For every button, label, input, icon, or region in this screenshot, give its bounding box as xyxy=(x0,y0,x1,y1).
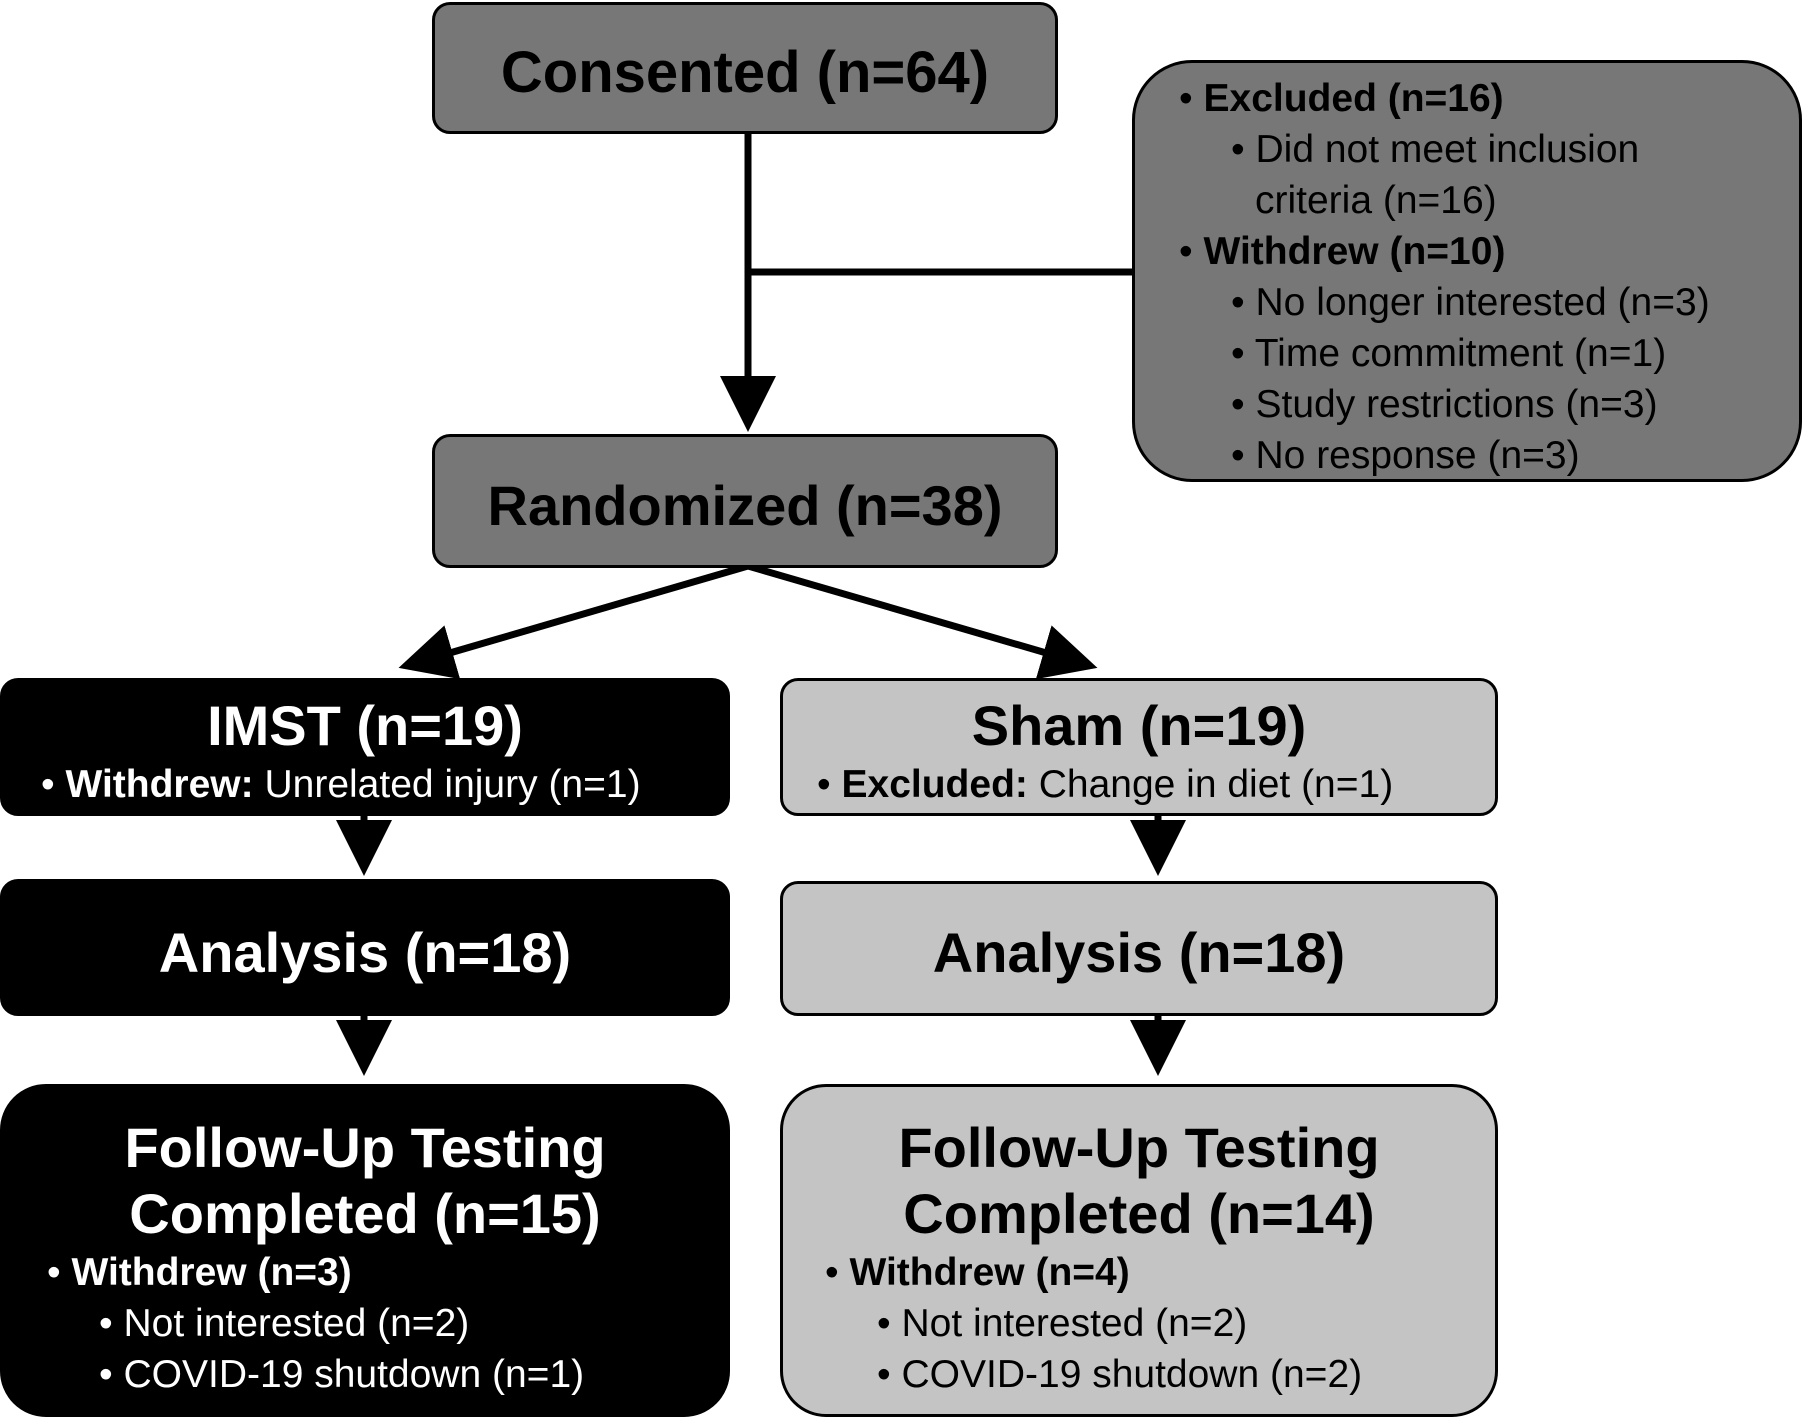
consented-label: Consented (n=64) xyxy=(500,40,990,105)
excluded-item: • Excluded (n=16) xyxy=(1179,77,1504,121)
imst-title: IMST (n=19) xyxy=(207,694,523,757)
withdrew-item: • Withdrew (n=10) xyxy=(1179,230,1505,274)
excluded-reason-line-2: criteria (n=16) xyxy=(1255,179,1497,222)
bullet: • xyxy=(1231,281,1245,324)
sham-analysis-label: Analysis (n=18) xyxy=(932,921,1346,984)
imst-withdrew-item: • Withdrew (n=3) xyxy=(47,1251,352,1294)
sham-withdrew-item: • Withdrew (n=4) xyxy=(825,1251,1130,1294)
randomized-to-imst-arrow xyxy=(398,562,749,680)
bullet: • xyxy=(99,1353,113,1396)
consented-box: Consented (n=64) xyxy=(432,2,1058,134)
bullet: • xyxy=(877,1353,891,1396)
bullet: • xyxy=(47,1251,61,1294)
withdrew-reason: • Study restrictions (n=3) xyxy=(1231,383,1658,426)
bullet: • xyxy=(99,1302,113,1345)
withdrew-reason: • Time commitment (n=1) xyxy=(1231,332,1667,375)
sham-withdrew-reason: • COVID-19 shutdown (n=2) xyxy=(877,1353,1363,1396)
imst-followup-title-2: Completed (n=15) xyxy=(129,1182,601,1245)
withdrew-label: Withdrew (n=10) xyxy=(1203,230,1506,273)
excluded-label: Excluded (n=16) xyxy=(1203,77,1504,120)
randomized-to-sham-arrow xyxy=(747,562,1098,680)
sham-followup-title-2: Completed (n=14) xyxy=(903,1182,1375,1245)
imst-followup-title-1: Follow-Up Testing xyxy=(124,1116,606,1179)
sham-followup-box: Follow-Up Testing Completed (n=14) • Wit… xyxy=(780,1084,1498,1417)
imst-withdrew-reason: • COVID-19 shutdown (n=1) xyxy=(99,1353,585,1396)
imst-note: • Withdrew: Unrelated injury (n=1) xyxy=(41,763,641,806)
imst-withdrew-reason: • Not interested (n=2) xyxy=(99,1302,470,1345)
sham-analysis-box: Analysis (n=18) xyxy=(780,881,1498,1016)
excluded-reason-line-1: • Did not meet inclusion xyxy=(1231,128,1640,171)
bullet: • xyxy=(817,763,831,806)
exclusion-panel: • Excluded (n=16) • Did not meet inclusi… xyxy=(1132,60,1802,482)
imst-followup-box: Follow-Up Testing Completed (n=15) • Wit… xyxy=(0,1084,730,1417)
bullet: • xyxy=(825,1251,839,1294)
bullet: • xyxy=(877,1302,891,1345)
withdrew-reason: • No longer interested (n=3) xyxy=(1231,281,1710,324)
imst-analysis-label: Analysis (n=18) xyxy=(158,921,572,984)
sham-withdrew-reason: • Not interested (n=2) xyxy=(877,1302,1248,1345)
randomized-label: Randomized (n=38) xyxy=(487,474,1003,537)
sham-followup-title-1: Follow-Up Testing xyxy=(898,1116,1380,1179)
bullet: • xyxy=(1179,77,1193,120)
bullet: • xyxy=(1231,383,1245,426)
sham-box: Sham (n=19) • Excluded: Change in diet (… xyxy=(780,678,1498,816)
withdrew-reason: • No response (n=3) xyxy=(1231,434,1580,477)
imst-box: IMST (n=19) • Withdrew: Unrelated injury… xyxy=(0,678,730,816)
bullet: • xyxy=(1231,434,1245,477)
imst-analysis-box: Analysis (n=18) xyxy=(0,879,730,1016)
bullet: • xyxy=(41,763,55,806)
bullet: • xyxy=(1231,128,1245,171)
randomized-box: Randomized (n=38) xyxy=(432,434,1058,568)
sham-note: • Excluded: Change in diet (n=1) xyxy=(817,763,1394,806)
bullet: • xyxy=(1231,332,1245,375)
sham-title: Sham (n=19) xyxy=(971,694,1307,757)
bullet: • xyxy=(1179,230,1193,273)
